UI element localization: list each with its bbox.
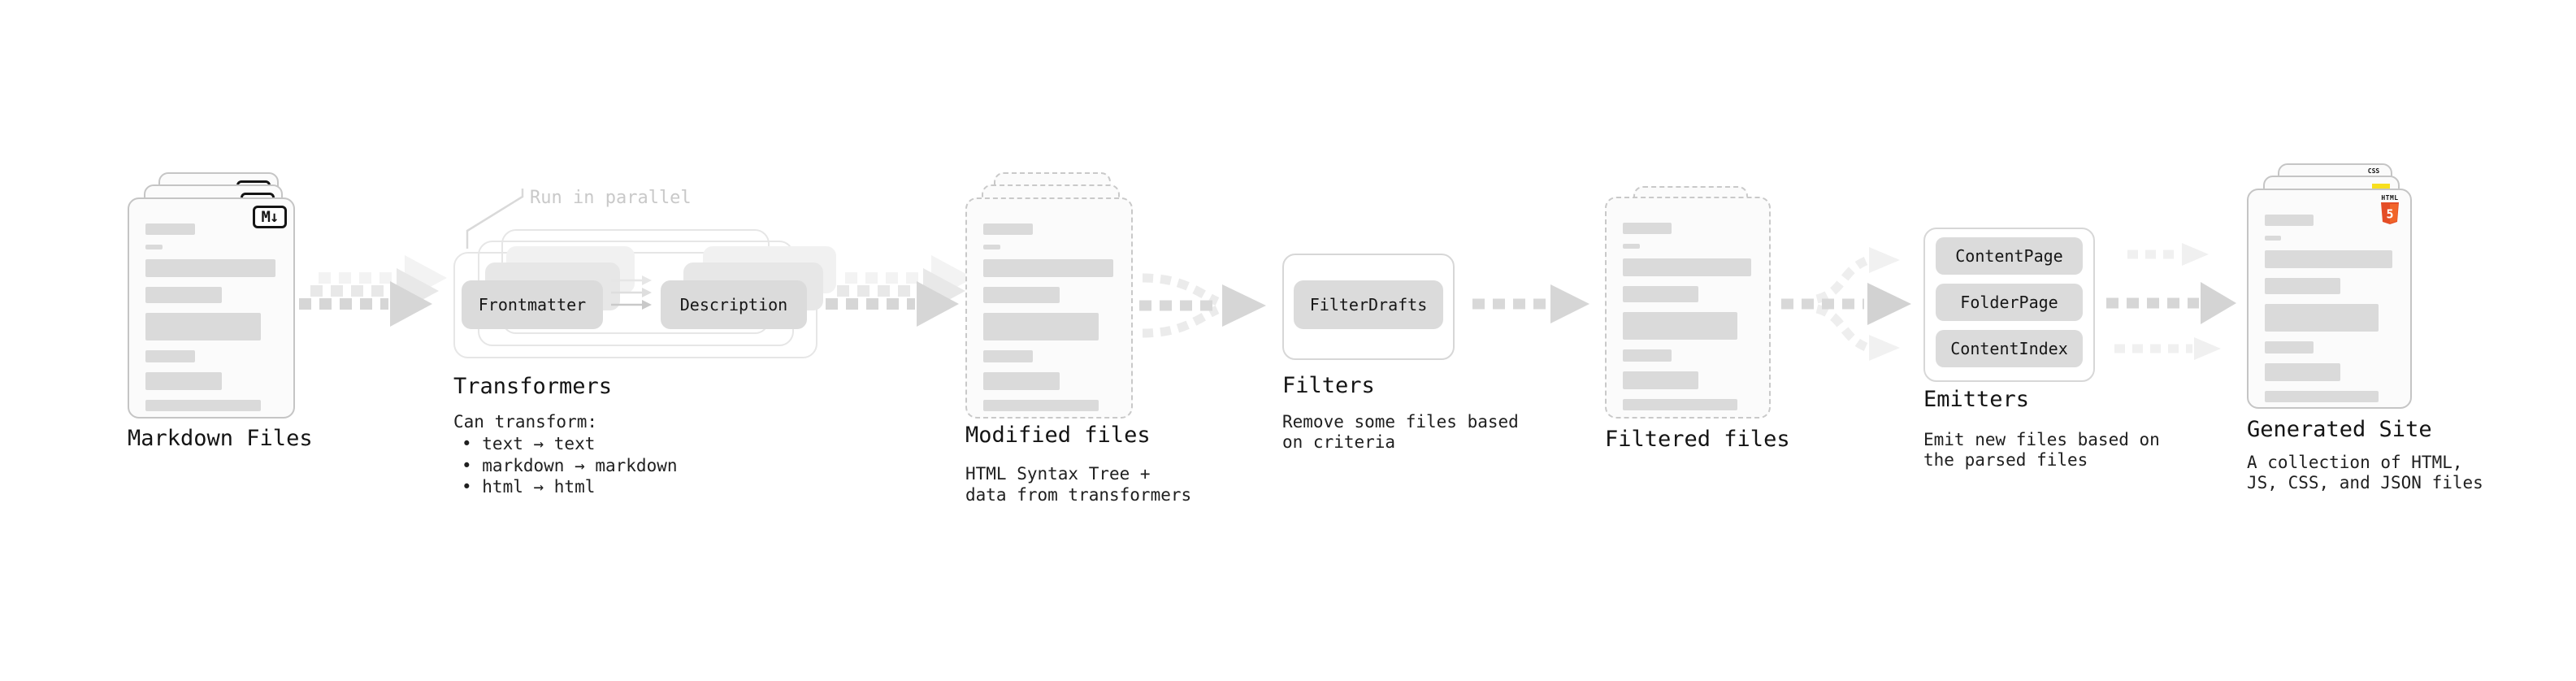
emitters-description: Emit new files based on <box>1923 430 2160 449</box>
placeholder-line <box>2265 236 2282 241</box>
modified-files-description: HTML Syntax Tree + <box>965 464 1151 484</box>
placeholder-line <box>983 313 1099 340</box>
placeholder-line <box>983 245 1000 249</box>
frontmatter-chip: Frontmatter <box>462 280 603 329</box>
dashed-arrow-icon <box>299 255 447 327</box>
placeholder-line <box>983 223 1033 235</box>
placeholder-line <box>983 350 1033 362</box>
placeholder-line <box>2265 278 2340 294</box>
placeholder-line <box>2265 250 2392 268</box>
html5-icon: HTML 5 <box>2379 194 2400 228</box>
generated-site-description: A collection of HTML, <box>2247 453 2463 472</box>
split-arrow-icon <box>1781 247 1911 361</box>
placeholder-line <box>1623 286 1699 302</box>
run-in-parallel-annotation: Run in parallel <box>530 188 692 208</box>
modified-files-heading: Modified files <box>965 423 1151 448</box>
filters-description: Remove some files based <box>1282 412 1519 432</box>
svg-text:5: 5 <box>2386 207 2393 222</box>
placeholder-line <box>2265 304 2379 332</box>
filterdrafts-chip: FilterDrafts <box>1294 280 1443 329</box>
placeholder-line <box>983 287 1060 303</box>
filtered-file-card-front <box>1605 197 1771 419</box>
placeholder-line <box>2265 341 2314 354</box>
placeholder-line <box>2265 363 2340 381</box>
filtered-files-heading: Filtered files <box>1605 427 1790 452</box>
annotation-leader-line <box>466 189 524 249</box>
placeholder-line <box>145 259 275 277</box>
contentindex-chip: ContentIndex <box>1936 330 2083 367</box>
html5-shield: 5 <box>2381 202 2399 224</box>
placeholder-line <box>145 287 223 303</box>
filters-heading: Filters <box>1282 373 1375 398</box>
placeholder-line <box>145 223 195 235</box>
parallel-arrows-icon <box>611 275 652 310</box>
placeholder-line <box>1623 371 1699 389</box>
file-content-placeholder <box>1623 223 1751 420</box>
file-content-placeholder <box>983 223 1113 421</box>
placeholder-line <box>1623 312 1737 340</box>
css-label: CSS <box>2367 167 2380 175</box>
modified-files-description: data from transformers <box>965 485 1192 505</box>
dashed-arrow-icon <box>1472 284 1589 323</box>
transformers-bullet: • markdown → markdown <box>462 456 678 475</box>
markdown-icon: M↓ <box>253 206 287 228</box>
markdown-file-card-front: M↓ <box>128 197 295 419</box>
placeholder-line <box>983 372 1060 390</box>
contentpage-chip: ContentPage <box>1936 237 2083 275</box>
generated-site-heading: Generated Site <box>2247 417 2432 442</box>
placeholder-line <box>1623 223 1672 234</box>
filters-description: on criteria <box>1282 432 1396 452</box>
placeholder-line <box>983 400 1099 411</box>
transformers-bullet: • html → html <box>462 477 596 497</box>
triple-dashed-arrow-icon <box>2106 243 2236 360</box>
placeholder-line <box>1623 399 1737 410</box>
emitters-heading: Emitters <box>1923 387 2030 412</box>
js-file-icon <box>2372 184 2390 193</box>
placeholder-line <box>1623 258 1751 276</box>
placeholder-line <box>2265 391 2379 402</box>
file-content-placeholder <box>145 223 275 421</box>
dashed-arrow-icon <box>826 255 974 327</box>
html-file-card: HTML 5 <box>2247 189 2412 409</box>
placeholder-line <box>145 245 163 249</box>
placeholder-line <box>983 259 1113 277</box>
markdown-files-heading: Markdown Files <box>128 426 313 451</box>
description-chip: Description <box>661 280 807 329</box>
folderpage-chip: FolderPage <box>1936 284 2083 321</box>
modified-file-card-front <box>965 197 1133 419</box>
transformers-heading: Transformers <box>453 374 613 399</box>
file-content-placeholder <box>2265 215 2392 412</box>
transformers-subheading: Can transform: <box>453 412 598 432</box>
transformers-bullet: • text → text <box>462 434 596 453</box>
generated-site-description: JS, CSS, and JSON files <box>2247 473 2483 492</box>
placeholder-line <box>145 372 223 390</box>
placeholder-line <box>1623 244 1640 249</box>
placeholder-line <box>2265 215 2314 226</box>
placeholder-line <box>1623 349 1672 362</box>
placeholder-line <box>145 313 262 340</box>
emitters-description: the parsed files <box>1923 450 2088 470</box>
html5-label: HTML <box>2381 194 2399 202</box>
merge-arrow-icon <box>1139 273 1266 338</box>
placeholder-line <box>145 400 262 411</box>
placeholder-line <box>145 350 195 362</box>
